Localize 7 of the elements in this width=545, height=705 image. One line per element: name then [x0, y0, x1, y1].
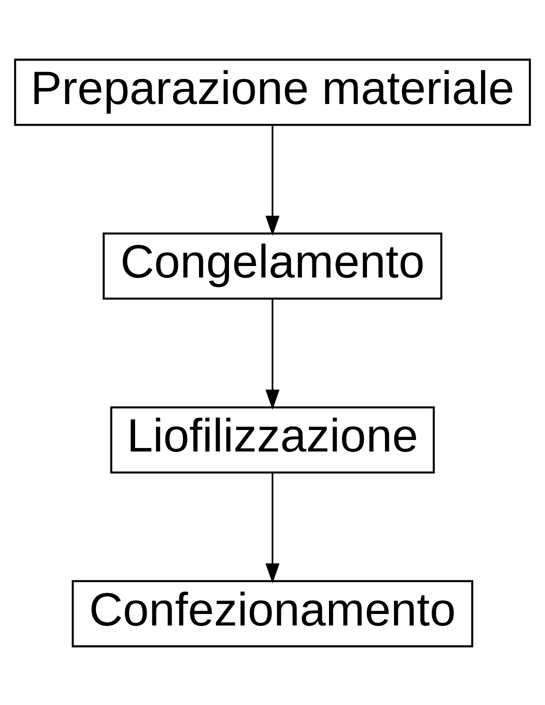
node-box: Preparazione materiale [14, 58, 531, 126]
arrow [265, 124, 280, 236]
arrow [265, 472, 280, 584]
node-box: Liofilizzazione [110, 406, 435, 473]
node-box: Congelamento [102, 232, 442, 300]
arrow [265, 298, 280, 410]
node-box: Confezionamento [72, 580, 474, 647]
